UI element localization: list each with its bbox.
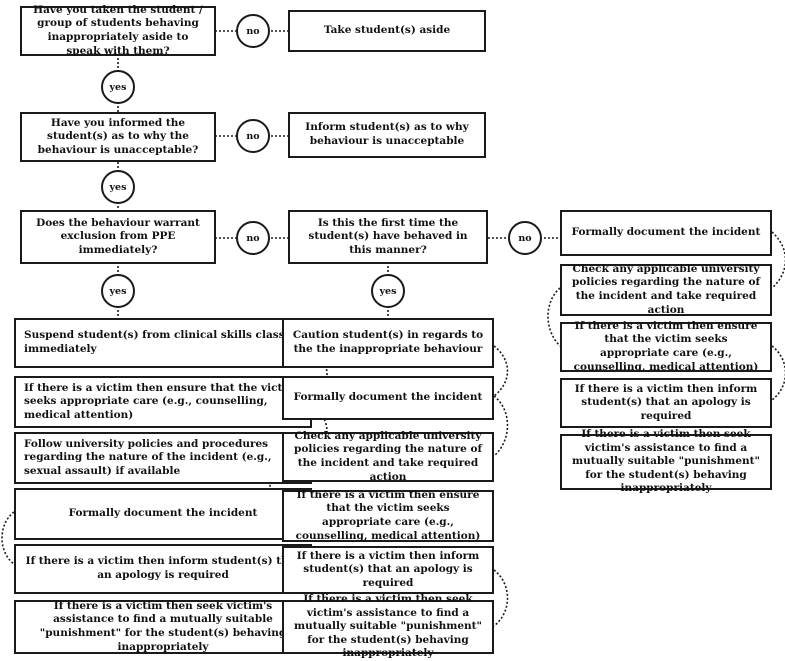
right-step-2: Check any applicable university policies… — [560, 263, 772, 316]
mid-step-1: Caution student(s) in regards to the the… — [282, 318, 494, 368]
no-connector-2: no — [236, 119, 270, 153]
question-3-box: Does the behaviour warrant exclusion fro… — [20, 210, 216, 264]
right-step-3: If there is a victim then ensure that th… — [560, 320, 772, 373]
right-step-1: Formally document the incident — [560, 210, 772, 256]
no-connector-4: no — [508, 221, 542, 255]
question-2-box: Have you informed the student(s) as to w… — [20, 112, 216, 162]
question-4-text: Is this the first time the student(s) ha… — [308, 216, 468, 256]
left-step-3: Follow university policies and procedure… — [14, 432, 312, 484]
left-step-2: If there is a victim then ensure that th… — [14, 376, 312, 428]
yes-connector-2: yes — [101, 170, 135, 204]
left-step-4: Formally document the incident — [14, 488, 312, 540]
mid-step-2: Formally document the incident — [282, 376, 494, 420]
question-1-text: Have you taken the student / group of st… — [33, 3, 203, 57]
yes-connector-1: yes — [101, 70, 135, 104]
no-connector-1: no — [236, 14, 270, 48]
no-connector-3: no — [236, 221, 270, 255]
question-4-box: Is this the first time the student(s) ha… — [288, 210, 488, 264]
yes-connector-4: yes — [371, 274, 405, 308]
mid-step-3: Check any applicable university policies… — [282, 430, 494, 483]
left-step-1: Suspend student(s) from clinical skills … — [14, 318, 312, 368]
left-step-6: If there is a victim then seek victim's … — [14, 600, 312, 654]
mid-step-6: If there is a victim then seek victim's … — [282, 593, 494, 659]
mid-step-4: If there is a victim then ensure that th… — [282, 489, 494, 542]
action-take-aside-text: Take student(s) aside — [323, 24, 451, 37]
question-1-box: Have you taken the student / group of st… — [20, 3, 216, 57]
right-step-4: If there is a victim then inform student… — [560, 378, 772, 428]
question-2-text: Have you informed the student(s) as to w… — [37, 116, 199, 156]
right-step-5: If there is a victim then seek victim's … — [560, 428, 772, 494]
action-inform-text: Inform student(s) as to why behaviour is… — [305, 121, 469, 147]
left-step-5: If there is a victim then inform student… — [14, 544, 312, 594]
action-take-aside-box: Take student(s) aside — [288, 10, 486, 52]
mid-step-5: If there is a victim then inform student… — [282, 546, 494, 594]
question-3-text: Does the behaviour warrant exclusion fro… — [36, 216, 200, 256]
action-inform-box: Inform student(s) as to why behaviour is… — [288, 112, 486, 158]
yes-connector-3: yes — [101, 274, 135, 308]
